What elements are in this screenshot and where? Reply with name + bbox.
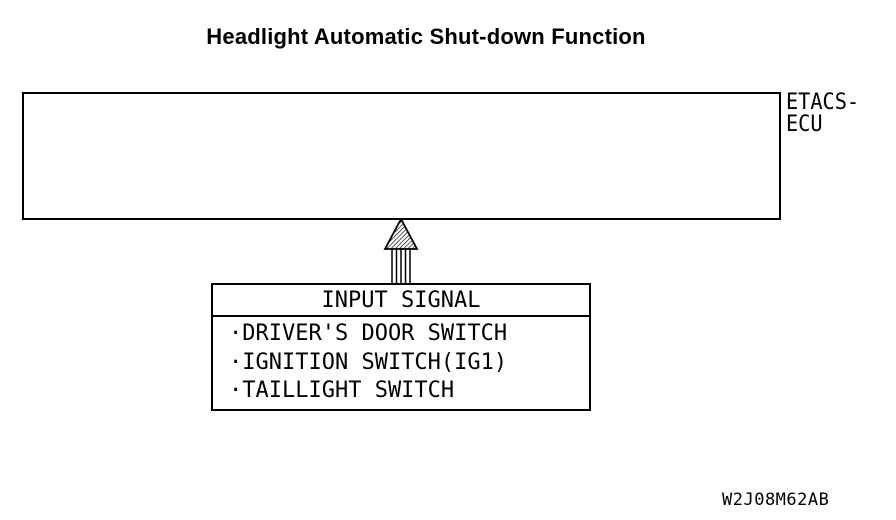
input-item-driver-door-switch: ·DRIVER'S DOOR SWITCH	[229, 321, 508, 346]
input-item-taillight-switch: ·TAILLIGHT SWITCH	[229, 378, 455, 403]
input-signal-header: INPUT SIGNAL	[213, 285, 589, 317]
diagram-title: Headlight Automatic Shut-down Function	[206, 24, 646, 49]
input-signal-list: ·DRIVER'S DOOR SWITCH ·IGNITION SWITCH(I…	[213, 317, 589, 406]
etacs-ecu-label: ETACS- ECU	[786, 92, 859, 136]
input-signal-box: INPUT SIGNAL ·DRIVER'S DOOR SWITCH ·IGNI…	[211, 283, 591, 411]
ecu-label-line-2: ECU	[786, 112, 823, 137]
ecu-label-line-1: ETACS-	[786, 90, 860, 115]
signal-arrow-icon	[383, 218, 419, 284]
etacs-ecu-box	[22, 92, 781, 220]
figure-code: W2J08M62AB	[722, 490, 830, 510]
input-item-ignition-switch: ·IGNITION SWITCH(IG1)	[229, 349, 508, 375]
